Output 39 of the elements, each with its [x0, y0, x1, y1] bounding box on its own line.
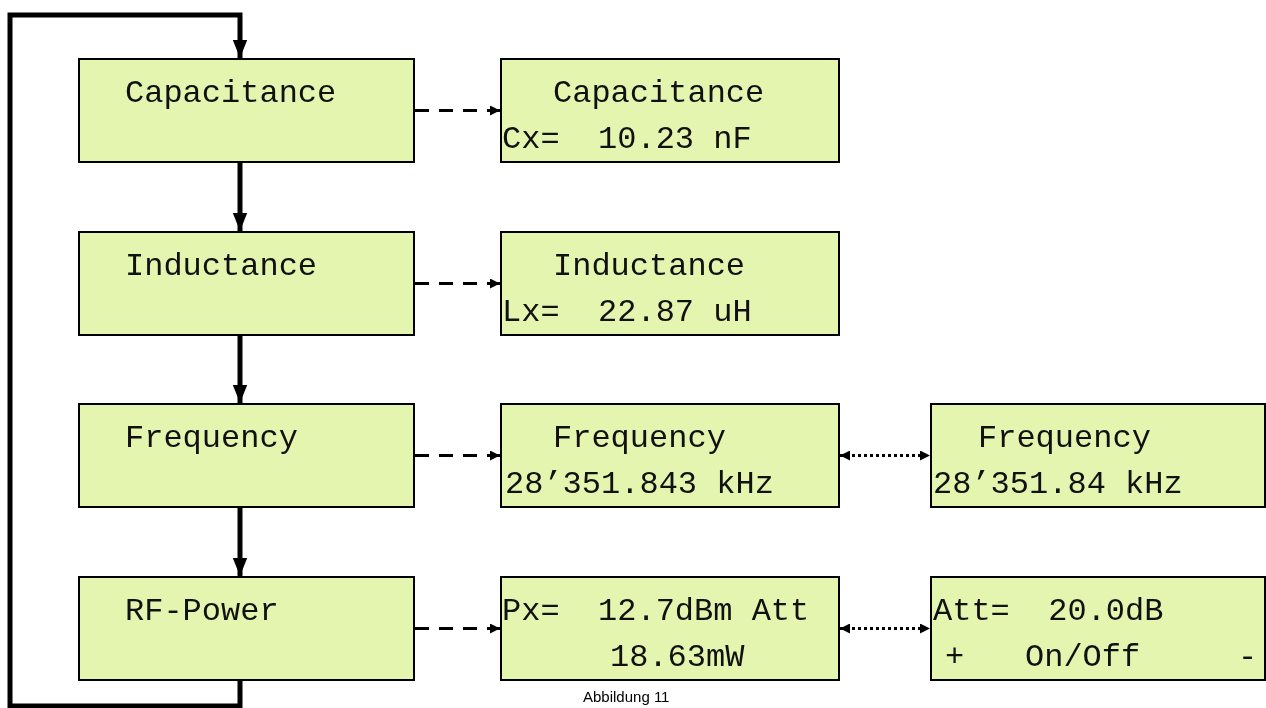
lcd-display-box — [78, 403, 415, 508]
display-text: Inductance — [553, 249, 746, 285]
arrow — [840, 623, 930, 634]
display-text: Cx= 10.23 nF — [502, 122, 752, 158]
display-text: Frequency — [553, 421, 726, 457]
lcd-display-box — [78, 58, 415, 163]
display-text: Frequency — [125, 421, 298, 457]
lcd-display-box — [500, 231, 840, 336]
lcd-display-box — [500, 58, 840, 163]
arrow — [415, 278, 500, 289]
arrow — [415, 623, 500, 634]
display-text: On/Off — [1025, 640, 1141, 676]
figure-caption: Abbildung 11 — [583, 688, 670, 706]
display-text: + — [945, 640, 965, 676]
arrow — [415, 450, 500, 461]
lcd-display-box — [78, 231, 415, 336]
display-text: Inductance — [125, 249, 318, 285]
display-text: 28’351.843 kHz — [505, 467, 774, 503]
arrow — [840, 450, 930, 461]
lcd-display-box — [78, 576, 415, 681]
display-text: Capacitance — [553, 76, 765, 112]
lcd-display-box — [930, 403, 1266, 508]
arrow — [232, 508, 248, 576]
display-text: - — [1238, 640, 1258, 676]
arrow — [7, 12, 248, 708]
display-text: 18.63mW — [610, 640, 745, 676]
display-text: Px= 12.7dBm Att — [502, 594, 810, 630]
display-text: Capacitance — [125, 76, 337, 112]
lcd-display-box — [930, 576, 1266, 681]
lcd-display-box — [500, 403, 840, 508]
display-text: 28’351.84 kHz — [933, 467, 1183, 503]
display-text: RF-Power — [125, 594, 279, 630]
lcd-display-box — [500, 576, 840, 681]
display-text: Frequency — [978, 421, 1151, 457]
arrow — [232, 163, 248, 231]
display-text: Lx= 22.87 uH — [502, 295, 752, 331]
arrow — [415, 105, 500, 116]
arrow — [232, 336, 248, 403]
display-text: Att= 20.0dB — [933, 594, 1164, 630]
